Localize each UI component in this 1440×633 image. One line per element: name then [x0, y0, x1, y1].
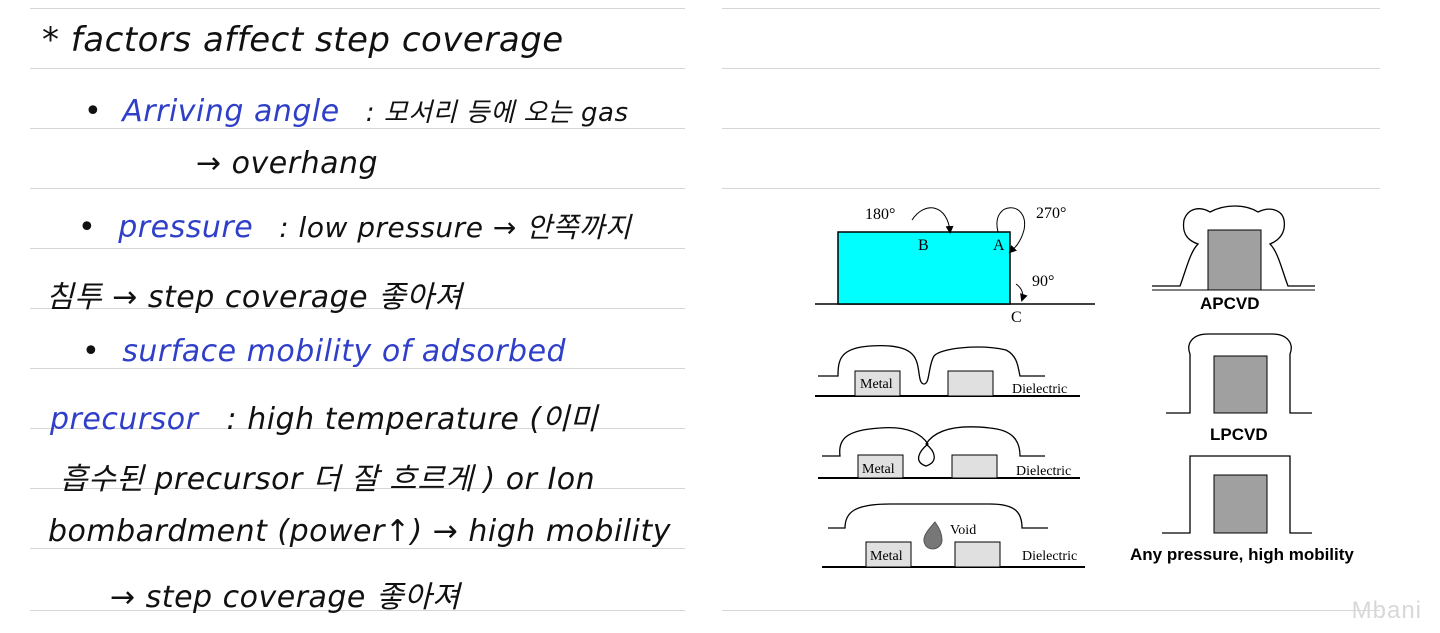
ruled-line: [30, 248, 685, 249]
ruled-line: [30, 428, 685, 429]
any-pressure-label: Any pressure, high mobility: [1130, 545, 1354, 564]
note-line-1: • Arriving angle : 모서리 등에 오는 gas: [84, 92, 629, 129]
bullet: •: [78, 210, 97, 245]
void-diagram-2: Metal Dielectric: [818, 426, 1080, 479]
note-text: : high temperature (이미: [226, 402, 598, 437]
note-line-5: • surface mobility of adsorbed: [82, 334, 566, 369]
lpcvd-diagram: LPCVD: [1166, 333, 1312, 444]
ruled-line: [30, 488, 685, 489]
metal-label-1: Metal: [860, 377, 893, 392]
ruled-line: [30, 68, 685, 69]
corner-c-label: C: [1011, 309, 1022, 326]
note-line-4: 침투 → step coverage 좋아져: [46, 280, 463, 315]
term-surface-mobility: surface mobility of adsorbed: [122, 334, 567, 369]
note-line-9: → step coverage 좋아져: [110, 580, 461, 615]
ruled-line: [722, 68, 1380, 69]
ruled-line: [30, 128, 685, 129]
void-diagram-1: Metal Dielectric: [815, 344, 1080, 397]
metal-label-2: Metal: [862, 462, 895, 477]
bullet: •: [84, 94, 103, 129]
dielectric-label-2: Dielectric: [1016, 464, 1071, 479]
void-label: Void: [950, 523, 976, 538]
apcvd-diagram: APCVD: [1152, 205, 1315, 313]
ruled-line: [30, 8, 685, 9]
term-pressure: pressure: [118, 210, 254, 245]
note-line-3: • pressure : low pressure → 안쪽까지: [78, 206, 631, 246]
ruled-line: [30, 188, 685, 189]
note-line-6: precursor : high temperature (이미: [50, 394, 598, 438]
term-precursor: precursor: [50, 402, 199, 437]
void-shape: [923, 521, 943, 550]
lpcvd-label: LPCVD: [1210, 425, 1268, 444]
apcvd-label: APCVD: [1200, 294, 1260, 313]
ruled-line: [722, 8, 1380, 9]
corner-b-label: B: [918, 237, 929, 254]
note-line-2: → overhang: [196, 146, 379, 181]
high-mobility-diagram: Any pressure, high mobility: [1130, 455, 1354, 564]
feature-block: [837, 231, 1011, 305]
ruled-line: [30, 610, 685, 611]
angle-180-label: 180°: [865, 206, 895, 223]
note-line-7: 흡수된 precursor 더 잘 흐르게 ) or Ion: [60, 462, 596, 497]
angle-90-label: 90°: [1032, 273, 1054, 290]
angle-270-label: 270°: [1036, 205, 1066, 222]
angle-diagram: 180° 270° 90° B A C: [815, 205, 1095, 326]
bullet: •: [82, 334, 101, 369]
dielectric-label-1: Dielectric: [1012, 382, 1067, 397]
note-text: : low pressure → 안쪽까지: [279, 211, 632, 244]
term-arriving-angle: Arriving angle: [122, 94, 340, 129]
note-heading: * factors affect step coverage: [42, 20, 564, 60]
ruled-line: [30, 548, 685, 549]
ruled-line: [30, 308, 685, 309]
corner-a-label: A: [993, 237, 1005, 254]
dielectric-label-3: Dielectric: [1022, 549, 1077, 564]
ruled-line: [722, 128, 1380, 129]
watermark: Mbani: [1351, 597, 1422, 624]
metal-label-3: Metal: [870, 549, 903, 564]
ruled-line: [722, 610, 1380, 611]
note-text: : 모서리 등에 오는 gas: [365, 98, 629, 128]
ruled-line: [722, 188, 1380, 189]
ruled-line: [30, 368, 685, 369]
note-line-8: bombardment (power↑) → high mobility: [48, 514, 671, 549]
void-diagram-3: Void Metal Dielectric: [822, 503, 1085, 568]
